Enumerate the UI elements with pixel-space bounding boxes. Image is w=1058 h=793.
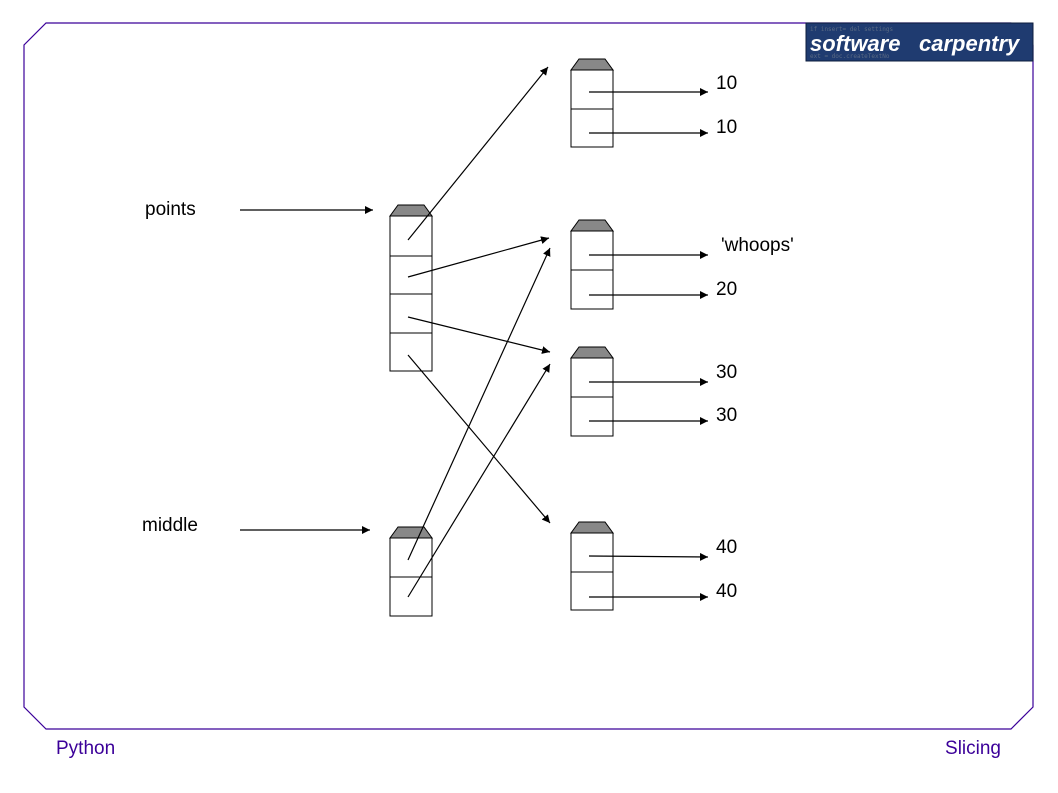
- footer-left: Python: [56, 738, 115, 759]
- points-ref-1: [407, 66, 549, 241]
- value-8: 40: [716, 581, 737, 602]
- points-ref-4: [407, 354, 551, 524]
- tuple-1: [570, 58, 614, 148]
- points-ref-3: [407, 316, 551, 354]
- value-6: 30: [716, 405, 737, 426]
- svg-text:ext = doc.createTextNo: ext = doc.createTextNo: [810, 53, 890, 60]
- tuple-3: [570, 346, 614, 437]
- svg-text:if insert= del settings: if insert= del settings: [810, 26, 893, 33]
- logo-word-carpentry: carpentry: [919, 31, 1021, 56]
- tuple-2: [570, 219, 614, 310]
- logo-word-software: software: [810, 31, 900, 56]
- points-list: [389, 204, 433, 372]
- value-2: 10: [716, 117, 737, 138]
- slide-frame: [23, 22, 1034, 730]
- middle-ref-2: [407, 363, 551, 598]
- tuple-4-ref-a: [588, 552, 709, 561]
- points-label: points: [145, 199, 196, 220]
- value-4: 20: [716, 279, 737, 300]
- value-3: 'whoops': [721, 235, 794, 256]
- footer-right: Slicing: [945, 738, 1001, 759]
- value-5: 30: [716, 362, 737, 383]
- middle-ref-1: [407, 247, 551, 561]
- middle-list: [389, 526, 433, 617]
- middle-label: middle: [142, 515, 198, 536]
- value-7: 40: [716, 537, 737, 558]
- value-1: 10: [716, 73, 737, 94]
- software-carpentry-logo: if insert= del settings ext = doc.create…: [805, 22, 1034, 62]
- points-ref-2: [407, 236, 550, 278]
